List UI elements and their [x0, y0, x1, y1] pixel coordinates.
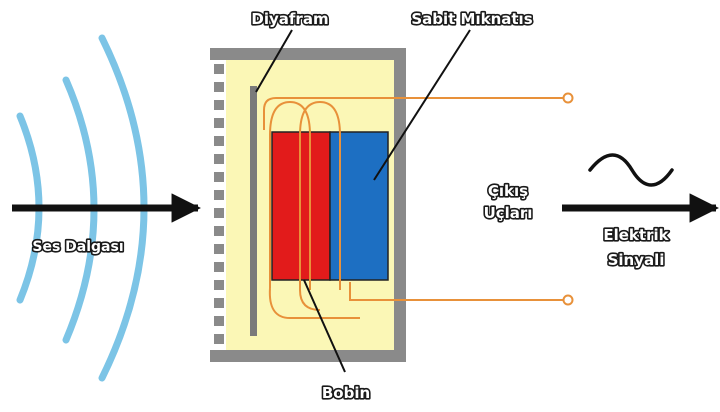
magnet-leader	[373, 29, 471, 181]
label-sound-wave: Ses Dalgası	[32, 239, 123, 255]
output-wire-bottom	[349, 282, 564, 301]
label-diaphragm: Diyafram	[251, 10, 328, 28]
coil-leader	[303, 279, 346, 373]
label-electric-signal-line2: Sinyali	[608, 251, 665, 269]
housing-top-wall	[210, 48, 406, 60]
housing-right-wall	[394, 48, 406, 362]
sine-wave-icon	[588, 153, 674, 187]
label-output-terminals-line1: Çıkış	[488, 182, 528, 200]
diaphragm-leader	[255, 29, 293, 93]
output-terminal-top	[562, 92, 574, 104]
housing-left-strip	[212, 60, 226, 350]
coil-windings	[268, 100, 360, 319]
permanent-magnet	[329, 131, 389, 281]
diaphragm-plate	[250, 86, 257, 336]
label-coil: Bobin	[322, 384, 370, 402]
output-wire-top	[263, 97, 564, 130]
label-output-terminals-line2: Uçları	[484, 204, 533, 222]
housing-vent-slots	[214, 64, 224, 344]
housing-bottom-wall	[210, 350, 406, 362]
output-terminal-bottom	[562, 294, 574, 306]
label-permanent-magnet: Sabit Mıknatıs	[411, 10, 532, 28]
output-wires	[263, 97, 564, 301]
label-electric-signal-line1: Elektrik	[603, 226, 669, 244]
